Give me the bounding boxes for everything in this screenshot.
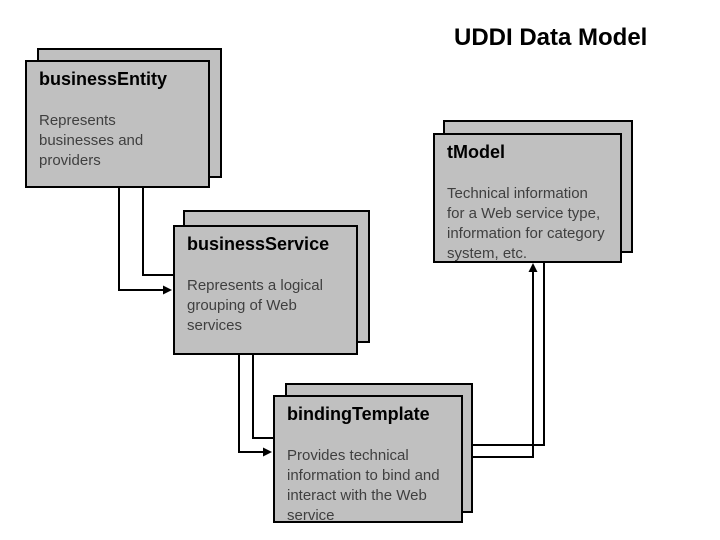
page-title: UDDI Data Model bbox=[454, 24, 648, 51]
businessentity-box: businessEntity Represents businesses and… bbox=[25, 60, 210, 188]
box-description: Represents a logical grouping of Web ser… bbox=[187, 277, 323, 334]
box-description: Technical information for a Web service … bbox=[447, 185, 605, 262]
box-title: businessEntity bbox=[39, 69, 168, 89]
box-description: Represents businesses and providers bbox=[39, 112, 144, 169]
bindingtemplate-box: bindingTemplate Provides technical infor… bbox=[273, 395, 463, 524]
connector-bindingtemplate-tmodel-back-line bbox=[471, 258, 545, 446]
box-title: bindingTemplate bbox=[287, 404, 430, 424]
arrowhead-right-icon bbox=[263, 447, 272, 457]
tmodel-box: tModel Technical information for a Web s… bbox=[433, 133, 622, 263]
arrowhead-right-icon bbox=[163, 285, 172, 295]
businessservice-box: businessService Represents a logical gro… bbox=[173, 225, 358, 355]
connector-businessservice-bindingtemplate-line bbox=[238, 353, 264, 453]
box-title: tModel bbox=[447, 142, 505, 162]
connector-businessentity-businessservice-line bbox=[118, 186, 164, 291]
box-description: Provides technical information to bind a… bbox=[287, 447, 440, 524]
box-title: businessService bbox=[187, 234, 330, 254]
arrowhead-up-icon bbox=[528, 263, 538, 272]
